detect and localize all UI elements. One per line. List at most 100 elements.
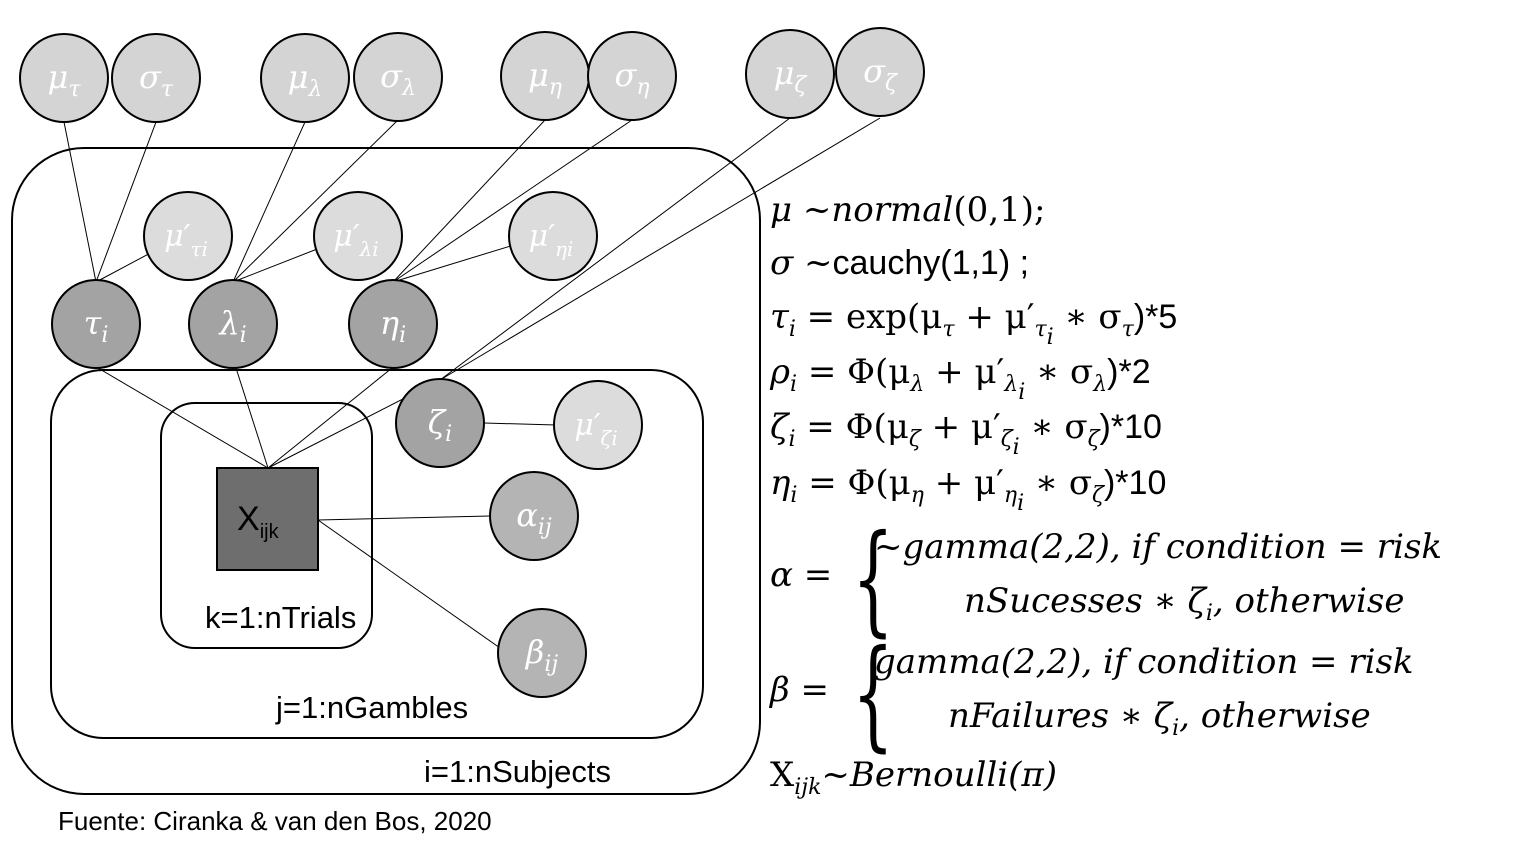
node-alpha-ij: αij (489, 471, 579, 561)
eq-lhs: σ ~ (770, 243, 833, 283)
node-sigma-zeta: σζ (835, 27, 925, 117)
node-mu-tau: μτ (19, 33, 109, 123)
node-symbol: ζ (428, 403, 447, 441)
edges (63, 117, 881, 649)
eq-d: ∗ σ (1053, 297, 1122, 337)
eq-sub-c: ζ (1000, 427, 1013, 452)
eq-lhs-sub: i (790, 483, 798, 508)
eq-sub-c: λ (1004, 372, 1019, 397)
eq-lhs: τ (770, 297, 789, 337)
eq-beta-case1: gamma(2,2), if condition = risk (874, 642, 1414, 682)
eq-lhs-sub: i (790, 372, 798, 397)
svg-text:μ′ηi: μ′ηi (529, 219, 574, 261)
plate-label-gambles: j=1:nGambles (275, 690, 468, 725)
eq-rest: cauchy(1,1) ; (832, 244, 1030, 282)
node-subscript: i (101, 323, 108, 348)
node-subscript: i (240, 323, 247, 348)
node-sigma-tau: στ (111, 33, 201, 123)
svg-text:μη: μη (528, 56, 562, 100)
node-subscript: i (445, 422, 452, 447)
node-mu-prime-tau: μ′τi (143, 191, 233, 281)
node-subscript: η (549, 75, 562, 100)
svg-text:μτ: μτ (48, 58, 82, 102)
eq-rhs: = Φ(μ (797, 463, 911, 503)
plate-label-trials: k=1:nTrials (205, 600, 356, 635)
node-symbol: μ′ (164, 219, 190, 254)
eq-eta: ηi = Φ(μη + μ′ηi ∗ σζ)*10 (770, 466, 1166, 515)
eq-b: + μ′ (920, 407, 1001, 447)
eq-lhs: η (770, 463, 791, 503)
eq-d: ∗ σ (1019, 407, 1088, 447)
node-subscript: τ (68, 77, 81, 102)
eq-sub-a: τ (942, 317, 955, 342)
node-symbol: μ (528, 56, 549, 94)
eq-sub-e: λ (1093, 372, 1108, 397)
node-tau-i: τi (51, 279, 141, 369)
node-subscript: ζi (601, 426, 618, 450)
node-symbol: μ (48, 58, 69, 96)
svg-text:ζi: ζi (428, 403, 452, 447)
eq-sub-ci: i (1018, 380, 1026, 405)
eq-x: Xijk~Bernoulli(π) (770, 758, 1057, 799)
eq-lhs: X (770, 755, 795, 795)
eq-case2-sub: i (1172, 715, 1180, 741)
node-subscript: ηi (555, 237, 573, 261)
eq-b: + μ′ (924, 352, 1005, 392)
node-mu-lambda: μλ (260, 33, 350, 123)
eq-case2-text: nSucesses ∗ ζ (964, 581, 1206, 621)
node-symbol: β (525, 633, 545, 671)
svg-text:Xijk: Xijk (237, 500, 280, 543)
eq-beta-brace: { (852, 625, 894, 764)
node-beta-ij: βij (497, 608, 587, 698)
node-observed-x: Xijk (216, 467, 319, 571)
svg-text:μ′τi: μ′τi (164, 219, 208, 261)
eq-b: + μ′ (923, 463, 1004, 503)
eq-sub-e: ζ (1087, 427, 1100, 452)
eq-case2-sub: i (1205, 600, 1213, 626)
eq-sub-a: λ (910, 372, 925, 397)
node-subscript: ijk (260, 521, 280, 543)
eq-d: ∗ σ (1025, 352, 1094, 392)
node-mu-prime-eta: μ′ηi (508, 191, 598, 281)
node-subscript: ij (544, 652, 558, 677)
svg-text:ηi: ηi (380, 304, 406, 348)
eq-b: + μ′ (954, 297, 1035, 337)
node-zeta-i: ζi (395, 378, 485, 468)
node-subscript: ζ (794, 73, 808, 98)
eq-rhs: ~Bernoulli(π) (821, 755, 1058, 795)
svg-text:λi: λi (217, 304, 246, 348)
node-symbol: σ (614, 56, 637, 94)
eq-lhs: μ ~ (770, 190, 832, 230)
eq-sub-a: η (910, 483, 924, 508)
source-caption: Fuente: Ciranka & van den Bos, 2020 (58, 806, 492, 836)
node-symbol: μ′ (574, 408, 600, 443)
svg-text:τi: τi (84, 304, 109, 348)
eq-alpha-lhs: α = (770, 555, 833, 595)
eq-rho: ρi = Φ(μλ + μ′λi ∗ σλ)*2 (770, 355, 1151, 404)
node-mu-zeta: μζ (745, 29, 835, 119)
node-symbol: η (380, 304, 399, 342)
node-symbol: α (516, 496, 538, 534)
eq-tau: τi = exp(μτ + μ′τi ∗ στ)*5 (770, 300, 1177, 349)
node-symbol: λ (217, 304, 239, 342)
node-symbol: σ (139, 58, 162, 96)
eq-case2-tail: , otherwise (1179, 696, 1371, 736)
svg-text:σλ: σλ (380, 57, 416, 101)
svg-text:μ′λi: μ′λi (333, 219, 378, 261)
eq-sub-a: ζ (908, 427, 921, 452)
eq-alpha-brace: { (852, 510, 894, 649)
eq-mu-prior: μ ~normal(0,1); (770, 193, 1045, 227)
node-subscript: ζ (885, 71, 899, 96)
eq-case2-tail: , otherwise (1212, 581, 1405, 621)
svg-text:αij: αij (516, 496, 552, 540)
eq-rhs: = Φ(μ (797, 352, 911, 392)
plate-subjects (11, 147, 761, 795)
eq-tail: )*2 (1107, 353, 1151, 391)
eq-sigma-prior: σ ~cauchy(1,1) ; (770, 246, 1029, 280)
eq-alpha-case2: nSucesses ∗ ζi, otherwise (964, 584, 1405, 625)
node-subscript: λ (307, 77, 322, 102)
eq-tail: )*5 (1133, 298, 1178, 336)
eq-lhs-sub: i (788, 427, 796, 452)
eq-args: (0,1); (953, 190, 1046, 230)
